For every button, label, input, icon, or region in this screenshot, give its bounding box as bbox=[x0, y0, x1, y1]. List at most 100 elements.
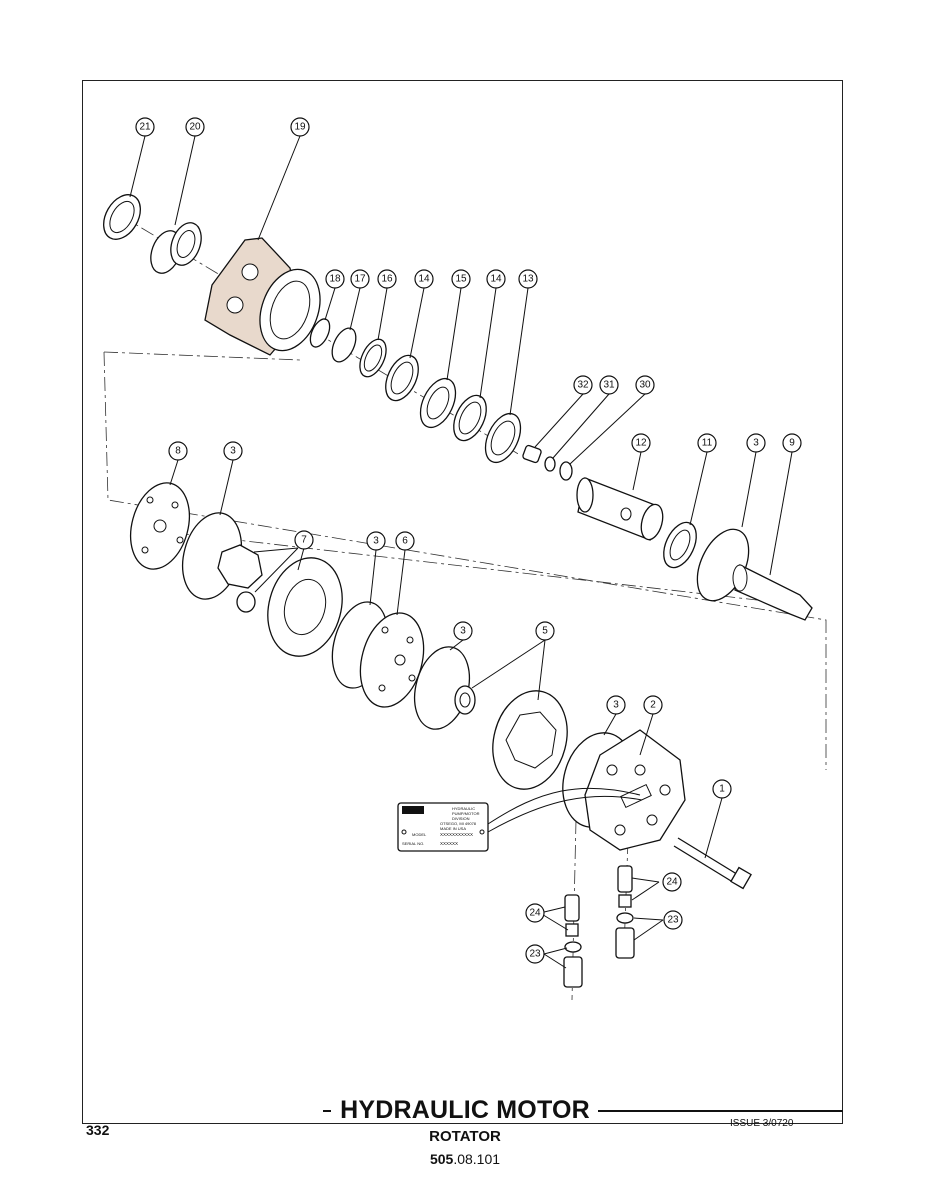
nameplate-model-label: MODEL bbox=[412, 832, 427, 837]
part-number-prefix: 505 bbox=[429, 1151, 454, 1167]
svg-text:24: 24 bbox=[529, 908, 541, 919]
svg-text:1: 1 bbox=[719, 784, 725, 795]
svg-text:7: 7 bbox=[301, 535, 307, 546]
part-1-bolt bbox=[673, 837, 752, 890]
nameplate: Parker HYDRAULIC PUMP/MOTOR DIVISION OTS… bbox=[397, 787, 643, 852]
drawing-frame bbox=[82, 80, 843, 1124]
callout-24-right: 24 bbox=[662, 872, 682, 892]
callout-6: 6 bbox=[395, 531, 415, 551]
assembly-guide-lines bbox=[103, 214, 827, 1001]
nameplate-line2: PUMP/MOTOR bbox=[452, 811, 480, 816]
svg-text:24: 24 bbox=[666, 877, 678, 888]
callout-24-left: 24 bbox=[525, 903, 545, 923]
callout-12: 12 bbox=[631, 433, 651, 453]
title-rule-right bbox=[598, 1110, 843, 1112]
callout-14-a: 14 bbox=[414, 269, 434, 289]
svg-text:23: 23 bbox=[667, 915, 679, 926]
svg-text:12: 12 bbox=[635, 438, 647, 449]
callout-11: 11 bbox=[697, 433, 717, 453]
page-title: HYDRAULIC MOTOR bbox=[340, 1096, 590, 1124]
svg-text:3: 3 bbox=[460, 626, 466, 637]
callout-9: 9 bbox=[782, 433, 802, 453]
part-7-drive bbox=[217, 544, 343, 657]
callout-3-e: 3 bbox=[606, 695, 626, 715]
title-rule-left bbox=[323, 1110, 331, 1112]
callout-bubbles: 21 20 19 18 17 16 14 15 14 13 32 31 30 1… bbox=[135, 117, 802, 964]
callout-15: 15 bbox=[451, 269, 471, 289]
svg-text:20: 20 bbox=[189, 122, 201, 133]
callout-5: 5 bbox=[535, 621, 555, 641]
nameplate-brand: Parker bbox=[406, 808, 421, 814]
callout-18: 18 bbox=[325, 269, 345, 289]
svg-text:3: 3 bbox=[613, 700, 619, 711]
callout-13: 13 bbox=[518, 269, 538, 289]
callout-17: 17 bbox=[350, 269, 370, 289]
svg-text:30: 30 bbox=[639, 380, 651, 391]
svg-text:8: 8 bbox=[175, 446, 181, 457]
svg-text:3: 3 bbox=[230, 446, 236, 457]
callout-23-right: 23 bbox=[663, 910, 683, 930]
svg-text:3: 3 bbox=[373, 536, 379, 547]
part-6-plate bbox=[331, 601, 425, 708]
svg-text:21: 21 bbox=[139, 122, 151, 133]
nameplate-line3: DIVISION bbox=[452, 816, 470, 821]
callout-23-left: 23 bbox=[525, 944, 545, 964]
callout-1: 1 bbox=[712, 779, 732, 799]
svg-text:15: 15 bbox=[455, 274, 467, 285]
svg-text:17: 17 bbox=[354, 274, 366, 285]
callout-3-b: 3 bbox=[223, 441, 243, 461]
part-21-washer bbox=[103, 194, 141, 240]
callout-19: 19 bbox=[290, 117, 310, 137]
svg-text:23: 23 bbox=[529, 949, 541, 960]
nameplate-line4: OTSEGO, MI 49078 bbox=[440, 821, 477, 826]
seal-stack bbox=[309, 318, 522, 464]
callout-20: 20 bbox=[185, 117, 205, 137]
svg-text:3: 3 bbox=[753, 438, 759, 449]
svg-text:13: 13 bbox=[522, 274, 534, 285]
callout-3-a: 3 bbox=[746, 433, 766, 453]
part-5-rotor-set bbox=[413, 646, 568, 790]
page-subtitle: ROTATOR bbox=[429, 1128, 501, 1145]
callout-14-b: 14 bbox=[486, 269, 506, 289]
page-number: 332 bbox=[86, 1122, 110, 1138]
svg-text:32: 32 bbox=[577, 380, 589, 391]
parts-9-11 bbox=[663, 521, 813, 621]
svg-text:2: 2 bbox=[650, 700, 656, 711]
nameplate-model-value: XXXXXXXXXXX bbox=[440, 832, 473, 837]
callout-31: 31 bbox=[599, 375, 619, 395]
callout-8: 8 bbox=[168, 441, 188, 461]
callout-3-c: 3 bbox=[366, 531, 386, 551]
svg-text:5: 5 bbox=[542, 626, 548, 637]
part-2-end-cover bbox=[562, 729, 686, 851]
fittings-23-24 bbox=[563, 865, 635, 988]
svg-text:19: 19 bbox=[294, 122, 306, 133]
callout-16: 16 bbox=[377, 269, 397, 289]
nameplate-line1: HYDRAULIC bbox=[452, 806, 475, 811]
part-8-plate bbox=[130, 482, 242, 600]
callout-32: 32 bbox=[573, 375, 593, 395]
nameplate-line5: MADE IN USA bbox=[440, 826, 466, 831]
svg-text:11: 11 bbox=[702, 438, 713, 449]
callout-3-d: 3 bbox=[453, 621, 473, 641]
part-12-coupling bbox=[576, 477, 664, 541]
svg-text:14: 14 bbox=[418, 274, 430, 285]
svg-text:9: 9 bbox=[789, 438, 795, 449]
nameplate-serial-label: SERIAL NO. bbox=[402, 841, 424, 846]
part-20-bearing bbox=[150, 222, 202, 274]
callout-2: 2 bbox=[643, 695, 663, 715]
part-number-suffix: .08.101 bbox=[453, 1151, 501, 1167]
issue-label: ISSUE 3/0720 bbox=[730, 1118, 794, 1129]
svg-text:18: 18 bbox=[329, 274, 341, 285]
callout-30: 30 bbox=[635, 375, 655, 395]
parts-30-32 bbox=[522, 444, 573, 481]
svg-text:31: 31 bbox=[603, 380, 615, 391]
callout-21: 21 bbox=[135, 117, 155, 137]
svg-text:6: 6 bbox=[402, 536, 408, 547]
svg-text:16: 16 bbox=[381, 274, 393, 285]
part-19-housing bbox=[204, 237, 321, 356]
part-number: 505.08.101 bbox=[330, 1151, 600, 1167]
nameplate-serial-value: XXXXXX bbox=[440, 841, 458, 846]
callout-leaders bbox=[129, 135, 793, 969]
svg-text:14: 14 bbox=[490, 274, 502, 285]
